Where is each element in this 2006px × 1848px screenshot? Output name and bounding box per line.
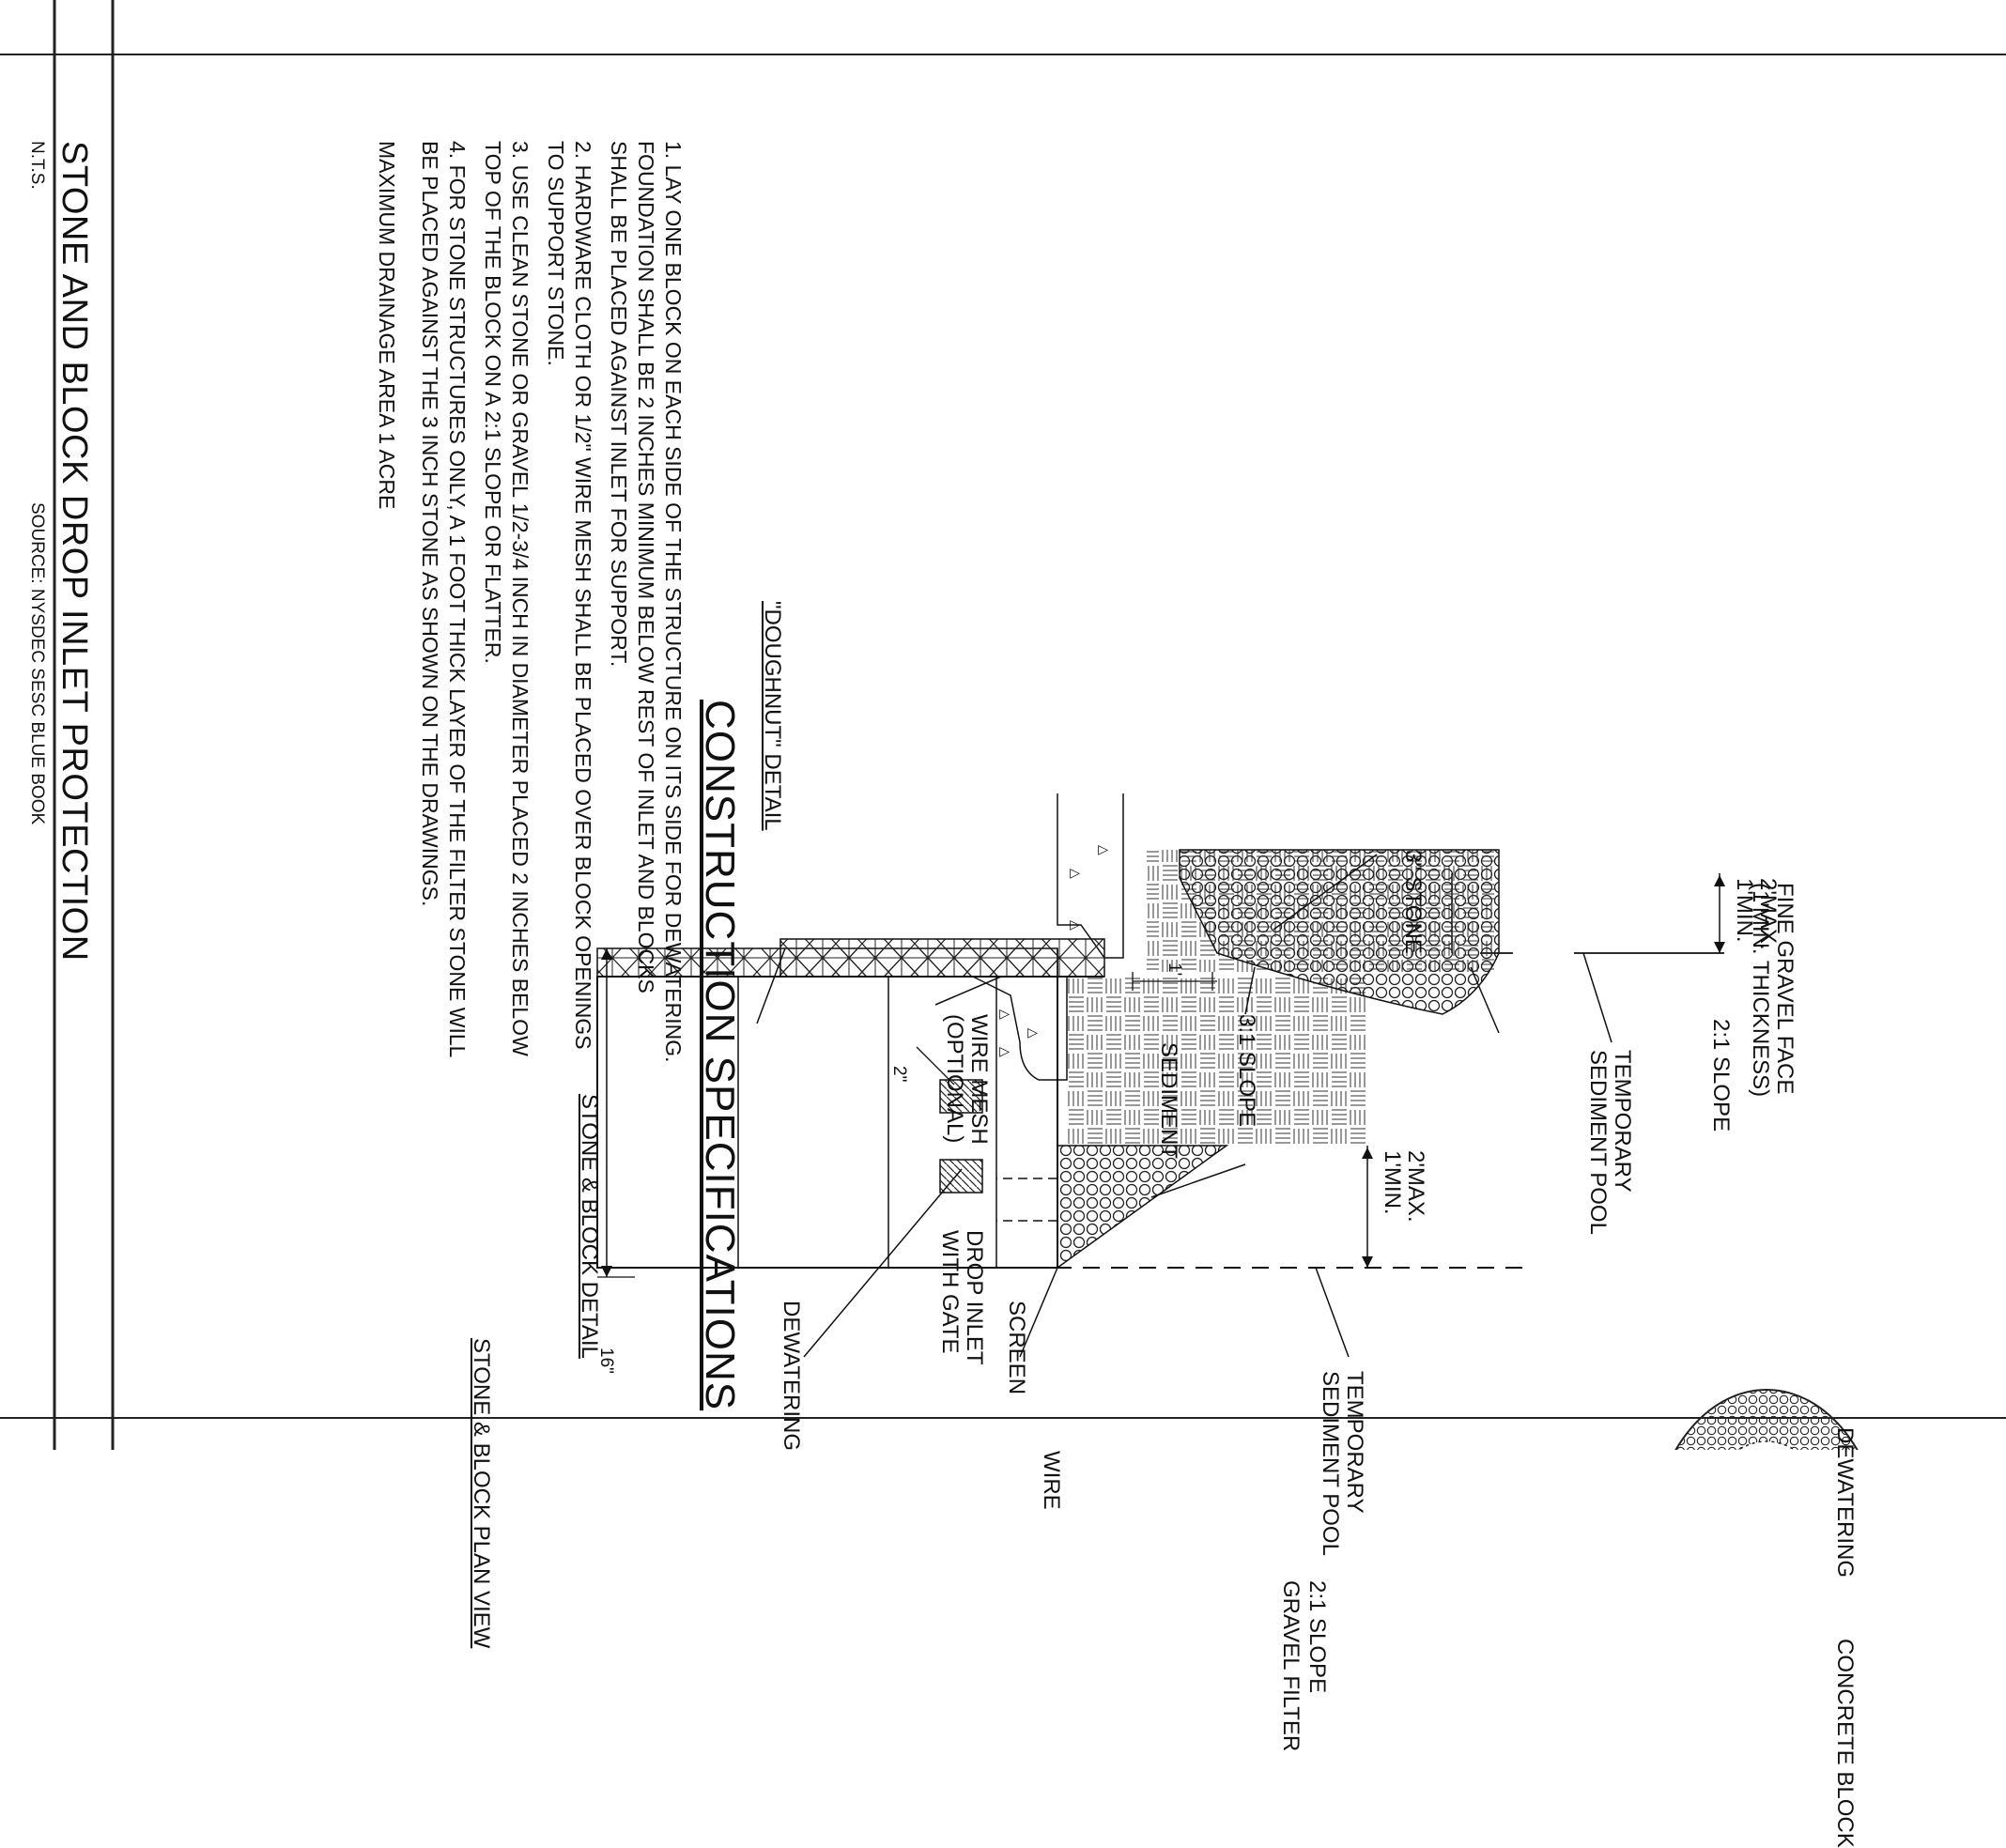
doughnut-label-slope-21: 2:1 SLOPE	[1708, 1019, 1734, 1132]
block-detail-drawing: △ △ △	[596, 947, 1522, 1358]
specifications-heading: CONSTRUCTION SPECIFICATIONS	[697, 700, 743, 1411]
plan-view-drawing	[1648, 1389, 1885, 1450]
svg-text:△: △	[1068, 869, 1083, 879]
doughnut-detail-drawing: △ △ △	[779, 793, 1725, 1043]
doughnut-label-1ft: 1'	[1165, 962, 1184, 977]
block-label-2in: 2"	[889, 1066, 909, 1083]
drawing-graphics: △ △ △	[596, 793, 1885, 1450]
block-label-pool-2: SEDIMENT POOL	[1318, 1371, 1343, 1556]
doughnut-detail-title: "DOUGHNUT" DETAIL	[760, 601, 785, 831]
plan-label-slope: 2:1 SLOPE	[1304, 1580, 1330, 1694]
block-label-screen-2: SCREEN	[1004, 1301, 1029, 1395]
doughnut-label-mesh-2: (OPTIONAL)	[942, 1014, 967, 1144]
plan-label-dewatering: DEWATERING	[1832, 1427, 1858, 1578]
doughnut-label-gravel-1: FINE GRAVEL FACE	[1772, 883, 1798, 1095]
doughnut-label-gravel-2: (1'MIN. THICKNESS)	[1748, 883, 1773, 1098]
svg-text:△: △	[1026, 1028, 1041, 1039]
spec-line: MAXIMUM DRAINAGE AREA 1 ACRE	[375, 141, 399, 510]
spec-line: FOUNDATION SHALL BE 2 INCHES MINIMUM BEL…	[634, 141, 658, 993]
block-detail-title: STONE & BLOCK DETAIL	[577, 1094, 602, 1359]
plan-label-gravel-filter: GRAVEL FILTER	[1278, 1580, 1304, 1752]
block-label-dewatering: DEWATERING	[779, 1301, 804, 1451]
svg-text:△: △	[997, 1047, 1012, 1057]
block-label-min: 1'MIN.	[1380, 1150, 1405, 1215]
spec-line: TO SUPPORT STONE.	[544, 141, 568, 366]
block-label-inlet-2: WITH GATE	[937, 1230, 963, 1354]
doughnut-label-stone: 3" STONE	[1400, 850, 1426, 954]
block-label-max: 2'MAX.	[1403, 1150, 1428, 1223]
block-label-inlet-1: DROP INLET	[962, 1230, 987, 1365]
spec-line: SHALL BE PLACED AGAINST INLET FOR SUPPOR…	[607, 141, 631, 668]
sheet-source: SOURCE: NYSDEC SESC BLUE BOOK	[27, 502, 47, 825]
spec-line: TOP OF THE BLOCK ON A 2:1 SLOPE OR FLATT…	[481, 141, 505, 664]
spec-line: 1. LAY ONE BLOCK ON EACH SIDE OF THE STR…	[661, 141, 686, 1063]
block-label-sediment: SEDIMENT	[1156, 1042, 1181, 1160]
spec-line: 4. FOR STONE STRUCTURES ONLY, A 1 FOOT T…	[445, 141, 470, 1058]
sheet-frame	[0, 0, 2006, 1450]
doughnut-label-pool-1: TEMPORARY	[1610, 1050, 1635, 1193]
svg-text:△: △	[997, 1009, 1012, 1020]
sheet-title: STONE AND BLOCK DROP INLET PROTECTION	[54, 141, 94, 962]
doughnut-label-mesh-1: WIRE MESH	[966, 1014, 992, 1145]
block-label-pool-1: TEMPORARY	[1342, 1371, 1367, 1514]
spec-line: BE PLACED AGAINST THE 3 INCH STONE AS SH…	[418, 141, 442, 907]
spec-line: 3. USE CLEAN STONE OR GRAVEL 1/2-3/4 INC…	[508, 141, 532, 1056]
doughnut-label-pool-2: SEDIMENT POOL	[1585, 1050, 1611, 1235]
doughnut-label-slope-31: 3:1 SLOPE	[1234, 1014, 1259, 1128]
svg-text:△: △	[1096, 845, 1111, 855]
spec-line: 2. HARDWARE CLOTH OR 1/2" WIRE MESH SHAL…	[571, 141, 595, 1050]
plan-view-title: STONE & BLOCK PLAN VIEW	[469, 1338, 494, 1649]
plan-label-concrete-block: CONCRETE BLOCK	[1832, 1639, 1858, 1848]
rotated-drawing: △ △ △	[27, 141, 1885, 1848]
svg-text:△: △	[1068, 920, 1083, 931]
block-label-wire: WIRE	[1039, 1451, 1064, 1510]
sheet-scale: N.T.S.	[27, 141, 47, 190]
